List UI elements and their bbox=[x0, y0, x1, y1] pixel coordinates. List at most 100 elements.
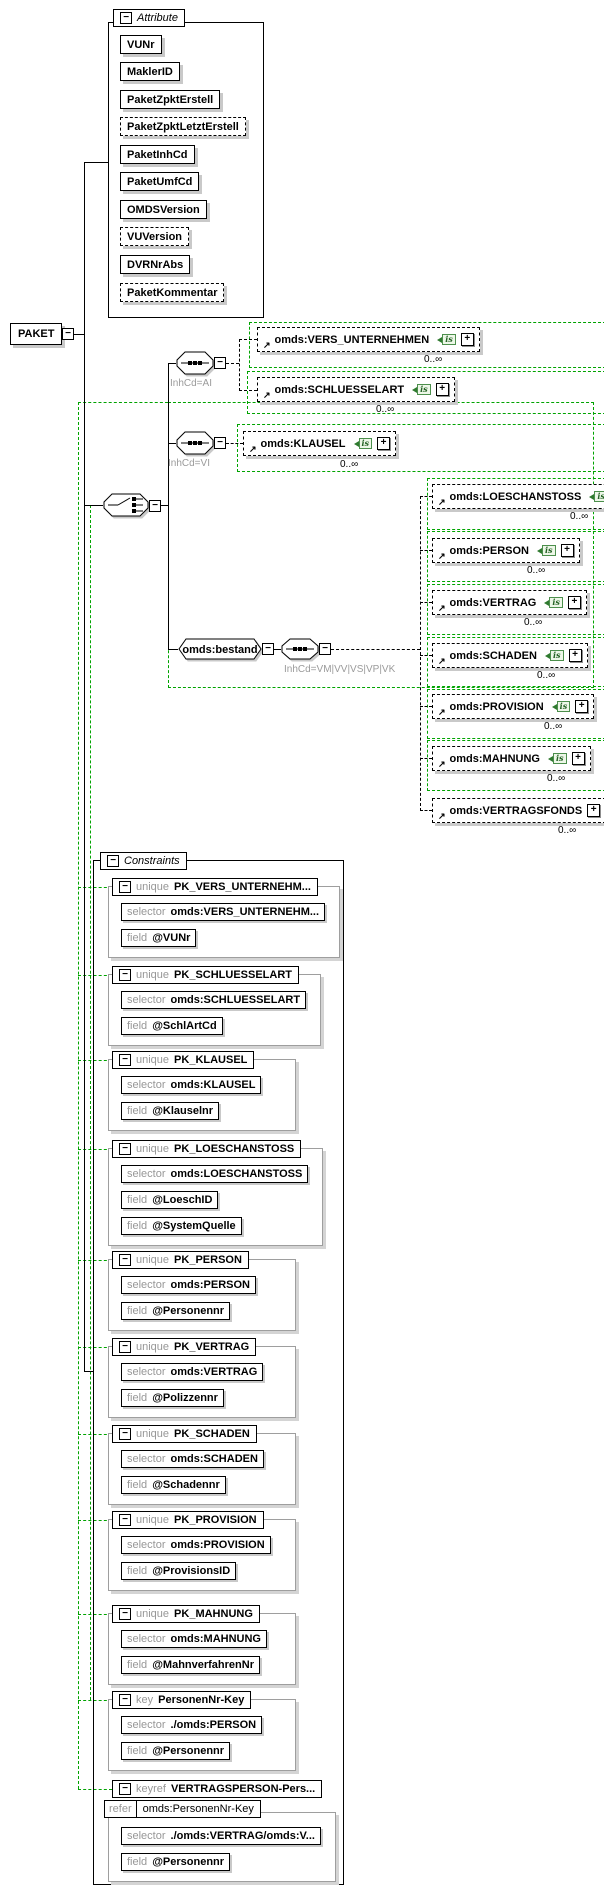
constraints-section-header[interactable]: − Constraints bbox=[100, 852, 187, 870]
constraint-field[interactable]: field@Personennr bbox=[121, 1742, 231, 1760]
collapse-icon[interactable]: − bbox=[120, 12, 132, 24]
field-value: @SchlArtCd bbox=[152, 1020, 217, 1032]
collapse-icon[interactable]: − bbox=[119, 1783, 131, 1795]
tree-line bbox=[84, 162, 108, 163]
collapse-icon[interactable]: − bbox=[119, 1341, 131, 1353]
element-omds-mahnung[interactable]: ↗ omds:MAHNUNG is + bbox=[432, 746, 591, 771]
sequence-icon[interactable] bbox=[176, 351, 214, 375]
tree-line-optional bbox=[420, 496, 432, 497]
constraint-field[interactable]: field@VUNr bbox=[121, 929, 197, 947]
element-omds-vers-unternehmen[interactable]: ↗ omds:VERS_UNTERNEHMEN is + bbox=[257, 327, 480, 352]
expand-icon[interactable]: + bbox=[377, 437, 391, 450]
collapse-icon[interactable]: − bbox=[119, 1254, 131, 1266]
constraint-header[interactable]: − unique PK_PERSON bbox=[112, 1251, 249, 1269]
collapse-icon[interactable]: − bbox=[62, 328, 74, 340]
attribute-maklerid[interactable]: MaklerID bbox=[120, 62, 180, 81]
constraint-selector[interactable]: selector./omds:PERSON bbox=[121, 1716, 263, 1734]
attribute-paketzpktletzterstell[interactable]: PaketZpktLetztErstell bbox=[120, 117, 246, 136]
constraint-header[interactable]: − unique PK_SCHLUESSELART bbox=[112, 966, 300, 984]
element-omds-schluesselart[interactable]: ↗ omds:SCHLUESSELART is + bbox=[257, 377, 455, 402]
constraint-field[interactable]: field@Personennr bbox=[121, 1302, 231, 1320]
constraint-header[interactable]: − unique PK_VERTRAG bbox=[112, 1338, 257, 1356]
selector-value: omds:PROVISION bbox=[170, 1539, 265, 1551]
collapse-icon[interactable]: − bbox=[119, 969, 131, 981]
attribute-dvrnrabs[interactable]: DVRNrAbs bbox=[120, 255, 191, 274]
element-omds-provision[interactable]: ↗ omds:PROVISION is + bbox=[432, 694, 595, 719]
constraint-selector[interactable]: selector./omds:VERTRAG/omds:V... bbox=[121, 1827, 321, 1845]
expand-icon[interactable]: + bbox=[575, 700, 589, 713]
attribute-vunr[interactable]: VUNr bbox=[120, 35, 162, 54]
element-omds-vertragsfonds[interactable]: ↗ omds:VERTRAGSFONDS + bbox=[432, 798, 604, 823]
collapse-icon[interactable]: − bbox=[214, 357, 226, 369]
constraint-name: PersonenNr-Key bbox=[158, 1694, 245, 1706]
collapse-icon[interactable]: − bbox=[119, 881, 131, 893]
attribute-omdsversion[interactable]: OMDSVersion bbox=[120, 200, 207, 219]
constraint-field[interactable]: field@MahnverfahrenNr bbox=[121, 1656, 260, 1674]
collapse-icon[interactable]: − bbox=[119, 1428, 131, 1440]
choice-icon[interactable] bbox=[103, 493, 149, 517]
constraint-header[interactable]: − unique PK_KLAUSEL bbox=[112, 1051, 255, 1069]
element-label: omds:KLAUSEL bbox=[260, 437, 346, 450]
constraint-field[interactable]: field@Schadennr bbox=[121, 1476, 226, 1494]
root-element-paket[interactable]: PAKET bbox=[10, 323, 63, 345]
attribute-paketkommentar[interactable]: PaketKommentar bbox=[120, 283, 225, 302]
element-label: omds:SCHLUESSELART bbox=[274, 383, 405, 396]
expand-icon[interactable]: + bbox=[560, 544, 574, 557]
attribute-paketzpkterstell[interactable]: PaketZpktErstell bbox=[120, 90, 221, 109]
constraint-field[interactable]: field@SystemQuelle bbox=[121, 1217, 242, 1235]
attribute-vuversion[interactable]: VUVersion bbox=[120, 227, 190, 246]
selector-value: omds:MAHNUNG bbox=[170, 1633, 261, 1645]
sequence-icon[interactable] bbox=[281, 638, 319, 660]
constraint-header[interactable]: − unique PK_VERS_UNTERNEHM... bbox=[112, 878, 318, 896]
constraint-header[interactable]: − unique PK_SCHADEN bbox=[112, 1425, 257, 1443]
attribute-section-header[interactable]: − Attribute bbox=[113, 9, 185, 27]
collapse-icon[interactable]: − bbox=[119, 1143, 131, 1155]
collapse-icon[interactable]: − bbox=[119, 1054, 131, 1066]
collapse-icon[interactable]: − bbox=[119, 1514, 131, 1526]
attribute-paketumfcd[interactable]: PaketUmfCd bbox=[120, 172, 200, 191]
sequence-icon[interactable] bbox=[176, 431, 214, 455]
constraint-field[interactable]: field@ProvisionsID bbox=[121, 1562, 237, 1580]
element-omds-schaden[interactable]: ↗ omds:SCHADEN is + bbox=[432, 643, 588, 668]
collapse-icon[interactable]: − bbox=[319, 643, 331, 655]
constraint-field[interactable]: field@SchlArtCd bbox=[121, 1017, 223, 1035]
element-omds-vertrag[interactable]: ↗ omds:VERTRAG is + bbox=[432, 590, 587, 615]
expand-icon[interactable]: + bbox=[460, 333, 474, 346]
element-omds-loeschanstoss[interactable]: ↗ omds:LOESCHANSTOSS is + bbox=[432, 484, 604, 509]
constraint-header[interactable]: − unique PK_PROVISION bbox=[112, 1511, 264, 1529]
constraint-field[interactable]: field@Personennr bbox=[121, 1853, 231, 1871]
expand-icon[interactable]: + bbox=[567, 596, 581, 609]
collapse-icon[interactable]: − bbox=[119, 1694, 131, 1706]
collapse-icon[interactable]: − bbox=[214, 437, 226, 449]
constraint-name: PK_PERSON bbox=[174, 1254, 242, 1266]
constraint-field[interactable]: field@Polizzennr bbox=[121, 1389, 224, 1407]
constraint-field[interactable]: field@Klauselnr bbox=[121, 1102, 220, 1120]
collapse-icon[interactable]: − bbox=[107, 855, 119, 867]
expand-icon[interactable]: + bbox=[571, 752, 585, 765]
element-omds-klausel[interactable]: ↗ omds:KLAUSEL is + bbox=[243, 431, 397, 456]
attribute-paketinhcd[interactable]: PaketInhCd bbox=[120, 145, 195, 164]
constraint-field[interactable]: field@LoeschID bbox=[121, 1191, 219, 1209]
constraint-header[interactable]: − keyref VERTRAGSPERSON-Pers... bbox=[112, 1780, 323, 1798]
element-omds-person[interactable]: ↗ omds:PERSON is + bbox=[432, 538, 580, 563]
collapse-icon[interactable]: − bbox=[149, 500, 161, 512]
expand-icon[interactable]: + bbox=[568, 649, 582, 662]
collapse-icon[interactable]: − bbox=[119, 1608, 131, 1620]
expand-icon[interactable]: + bbox=[587, 804, 601, 817]
constraint-header[interactable]: − unique PK_MAHNUNG bbox=[112, 1605, 260, 1623]
constraint-header[interactable]: − unique PK_LOESCHANSTOSS bbox=[112, 1140, 302, 1158]
constraint-header[interactable]: − key PersonenNr-Key bbox=[112, 1691, 252, 1709]
expand-icon[interactable]: + bbox=[435, 383, 449, 396]
constraint-refer-row[interactable]: refer omds:PersonenNr-Key bbox=[104, 1800, 261, 1818]
element-omds-bestand[interactable]: omds:bestand bbox=[178, 638, 262, 660]
collapse-icon[interactable]: − bbox=[262, 643, 274, 655]
